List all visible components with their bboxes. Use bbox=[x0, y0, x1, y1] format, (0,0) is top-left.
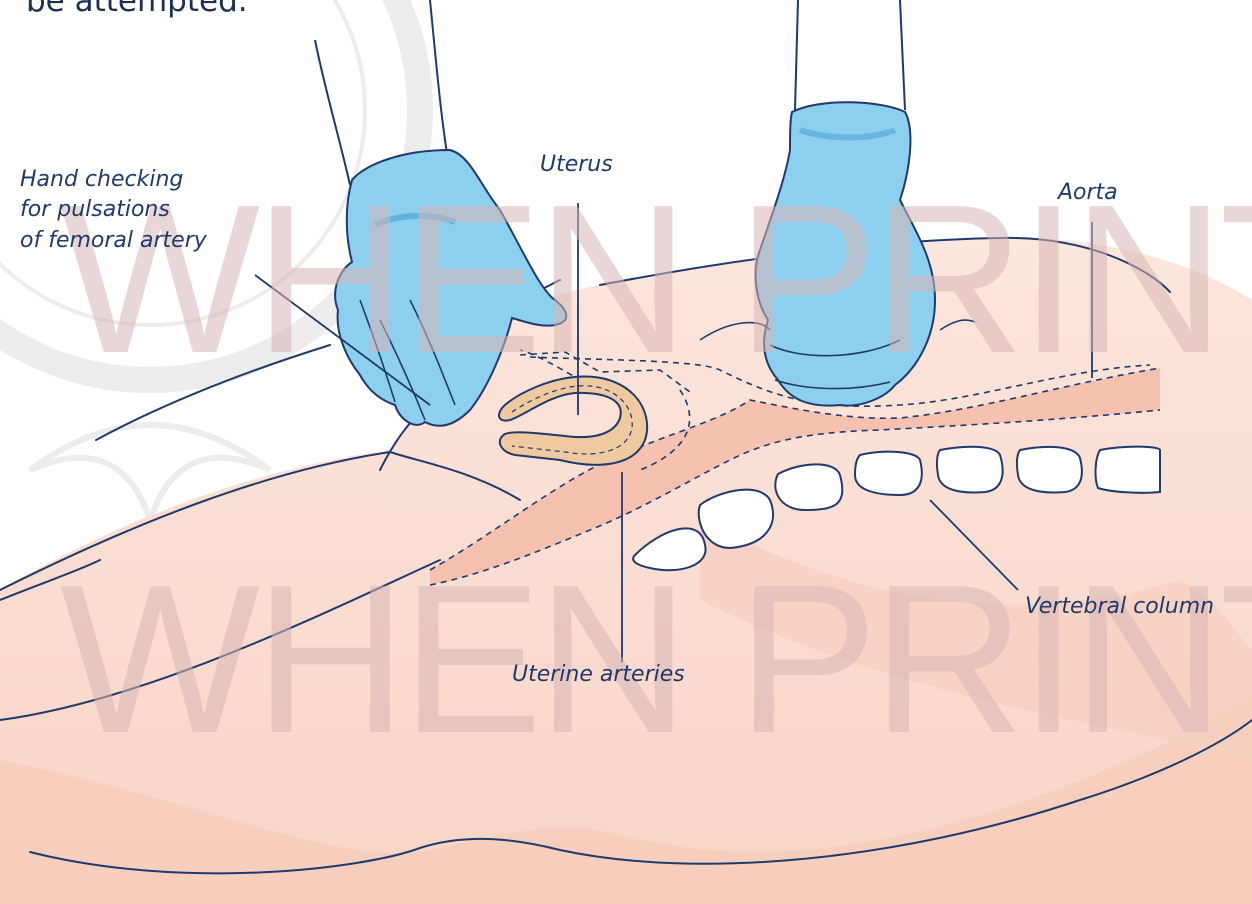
watermark-bottom: WHEN PRINTED bbox=[60, 540, 1252, 777]
label-hand-line-2: for pulsations bbox=[20, 195, 207, 225]
label-uterine-arteries: Uterine arteries bbox=[512, 660, 685, 690]
label-hand-line-1: Hand checking bbox=[20, 165, 207, 195]
label-uterus: Uterus bbox=[540, 150, 613, 180]
label-aorta: Aorta bbox=[1058, 178, 1118, 208]
label-hand-femoral: Hand checking for pulsations of femoral … bbox=[20, 165, 207, 256]
label-hand-line-3: of femoral artery bbox=[20, 226, 207, 256]
label-vertebral-column: Vertebral column bbox=[1025, 592, 1214, 622]
intro-text: be attempted. bbox=[26, 0, 248, 19]
